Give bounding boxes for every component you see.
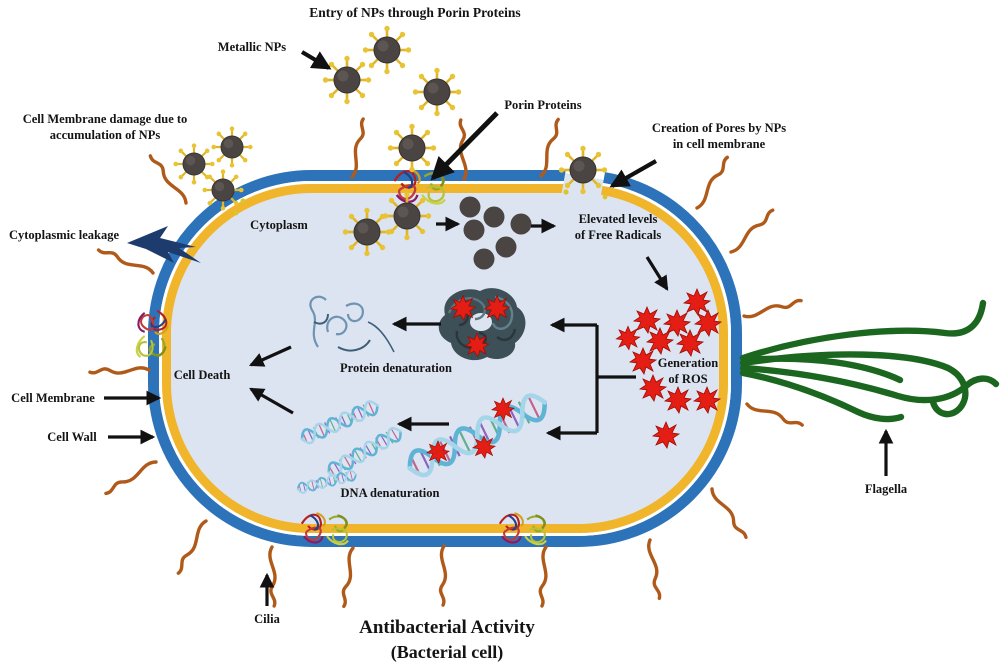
bacterial-cell	[148, 170, 742, 547]
membrane-damage-label: Cell Membrane damage due to accumulation…	[2, 111, 208, 144]
released-np-icon	[459, 196, 481, 218]
metallic-nps-label: Metallic NPs	[217, 40, 287, 54]
entry-title-label: Entry of NPs through Porin Proteins	[309, 5, 521, 20]
cilium-icon	[88, 363, 151, 378]
released-np-icon	[463, 219, 485, 241]
metallic-np-icon	[361, 24, 413, 76]
figure-title-line2: (Bacterial cell)	[390, 641, 504, 662]
leakage-bolt-icon	[127, 226, 201, 263]
pore-creation-label: Creation of Pores by NPs in cell membran…	[630, 120, 808, 153]
arrow-dna-to-cell-death	[249, 387, 294, 415]
metallic-np-icon	[381, 190, 433, 242]
membrane-damage-line1: Cell Membrane damage due to	[22, 112, 188, 126]
cilium-icon	[538, 116, 562, 179]
cilia-label: Cilia	[254, 612, 280, 626]
arrow-pore-creation	[609, 159, 658, 188]
cell-membrane-label: Cell Membrane	[11, 391, 95, 405]
cilium-icon	[349, 116, 367, 180]
ros-bracket	[595, 325, 636, 433]
cilium-icon	[340, 545, 356, 609]
flagella-icon	[739, 299, 1000, 423]
cilium-icon	[728, 206, 776, 258]
metallic-np-icon	[210, 125, 254, 169]
cytoplasmic-leakage-label: Cytoplasmic leakage	[8, 228, 120, 242]
free-radicals-label: Elevated levels of Free Radicals	[556, 211, 680, 244]
metallic-np-icon	[386, 122, 438, 174]
cilium-icon	[538, 545, 549, 608]
cilium-icon	[265, 545, 280, 608]
porin-proteins-label: Porin Proteins	[504, 98, 582, 112]
figure-title: Antibacterial Activity (Bacterial cell)	[292, 616, 602, 664]
metallic-np-icon	[201, 168, 245, 212]
flagella-label: Flagella	[864, 482, 908, 496]
cilium-icon	[694, 154, 731, 213]
leaked-ions	[233, 189, 608, 216]
cilium-icon	[103, 456, 158, 498]
cell-membrane-ring	[162, 184, 728, 533]
cytoplasm-region	[160, 182, 730, 535]
cilium-icon	[742, 295, 804, 323]
pore-creation-line2: in cell membrane	[672, 137, 766, 152]
ros-line2: of ROS	[668, 372, 708, 387]
figure-title-line1: Antibacterial Activity	[359, 617, 535, 638]
metallic-np-icon	[411, 66, 463, 118]
released-np-icon	[473, 248, 495, 270]
pore-creation-line1: Creation of Pores by NPs	[651, 121, 787, 135]
dna-denaturation-label: DNA denaturation	[340, 486, 440, 500]
cilium-icon	[643, 538, 665, 601]
released-np-group	[459, 196, 532, 270]
released-np-icon	[510, 213, 532, 235]
ros-label: Generation of ROS	[636, 355, 740, 388]
arrow-porin-proteins	[430, 111, 499, 181]
arrows	[104, 50, 894, 606]
cell-death-label: Cell Death	[173, 368, 231, 382]
ros-line1: Generation	[657, 356, 719, 370]
cilium-icon	[174, 517, 209, 577]
cilium-icon	[95, 246, 157, 276]
cilium-icon	[743, 401, 805, 429]
free-radicals-line2: of Free Radicals	[574, 228, 662, 243]
denatured-protein-icon	[309, 295, 395, 353]
released-np-icon	[483, 206, 505, 228]
protein-denaturation-label: Protein denaturation	[340, 361, 452, 375]
metallic-np-icon	[557, 144, 609, 196]
cilium-icon	[437, 544, 449, 607]
cell-wall-label: Cell Wall	[47, 430, 97, 444]
arrow-to-ros	[645, 256, 669, 291]
released-np-icon	[495, 236, 517, 258]
free-radicals-line1: Elevated levels	[578, 212, 658, 226]
cilium-icon	[706, 487, 751, 541]
cytoplasm-label: Cytoplasm	[250, 218, 308, 232]
arrow-protein-to-cell-death	[248, 345, 292, 367]
arrow-metallic-nps	[300, 50, 332, 70]
metallic-np-icon	[321, 54, 373, 106]
membrane-damage-line2: accumulation of NPs	[49, 128, 161, 143]
